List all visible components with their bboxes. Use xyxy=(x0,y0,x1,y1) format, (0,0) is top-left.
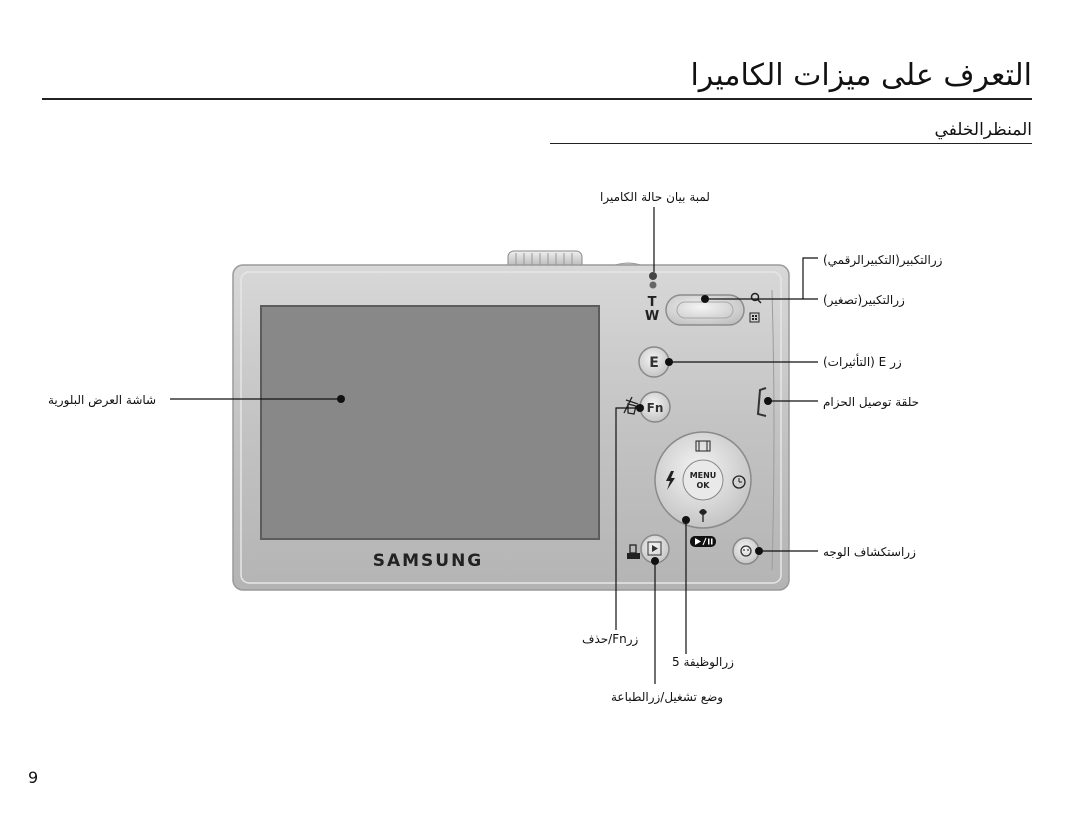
subtitle-rule xyxy=(550,143,1032,144)
flash-icon xyxy=(666,471,675,490)
display-icon xyxy=(695,440,711,452)
menu-label: MENU xyxy=(690,471,717,480)
callout-dots xyxy=(337,295,772,565)
title-rule xyxy=(42,98,1032,100)
label-fn-delete: زرFn/حذف xyxy=(582,632,639,646)
section-title: المنظرالخلفي xyxy=(934,120,1032,140)
zoom-t-label: T xyxy=(648,295,657,310)
label-play-print: وضع تشغيل/زرالطباعة xyxy=(611,690,724,704)
e-button-glyph: E xyxy=(649,355,659,371)
magnify-icon xyxy=(750,292,762,304)
page-title: التعرف على ميزات الكاميرا xyxy=(690,58,1032,93)
fn-button-glyph: Fn xyxy=(647,401,664,415)
five-function-dial[interactable] xyxy=(654,431,752,529)
label-five-function: زرالوظيفة 5 xyxy=(672,655,734,669)
strap-eyelet xyxy=(756,387,767,417)
label-e-button: زر E (التأثيرات) xyxy=(823,355,902,369)
ok-label: OK xyxy=(697,481,711,490)
callout-lines xyxy=(170,207,818,684)
trash-icon xyxy=(623,396,639,415)
page-number: 9 xyxy=(28,768,39,787)
macro-icon xyxy=(699,509,707,522)
e-button[interactable]: E xyxy=(638,346,670,378)
label-strap-eyelet: حلقة توصيل الحزام xyxy=(823,395,920,409)
label-status-lamp: لمبة بيان حالة الكاميرا xyxy=(600,190,710,204)
fn-button[interactable]: Fn xyxy=(639,391,671,423)
play-pause-icon xyxy=(690,536,716,547)
label-zoom-tele: زرالتكبير(التكبيرالرقمي) xyxy=(823,253,943,267)
status-lamp xyxy=(649,272,657,280)
self-timer-icon xyxy=(732,475,746,489)
print-icon xyxy=(627,544,640,559)
lcd-screen xyxy=(260,305,600,540)
thumbnail-icon xyxy=(749,312,760,323)
brand-logo: SAMSUNG xyxy=(373,551,484,571)
label-lcd: شاشة العرض البلورية xyxy=(48,393,157,407)
label-face-detect: زراستكشاف الوجه xyxy=(823,545,916,559)
label-zoom-wide: زرالتكبير(تصغير) xyxy=(823,293,905,307)
zoom-w-label: W xyxy=(645,309,659,324)
menu-ok-button[interactable]: MENU OK xyxy=(690,471,717,490)
